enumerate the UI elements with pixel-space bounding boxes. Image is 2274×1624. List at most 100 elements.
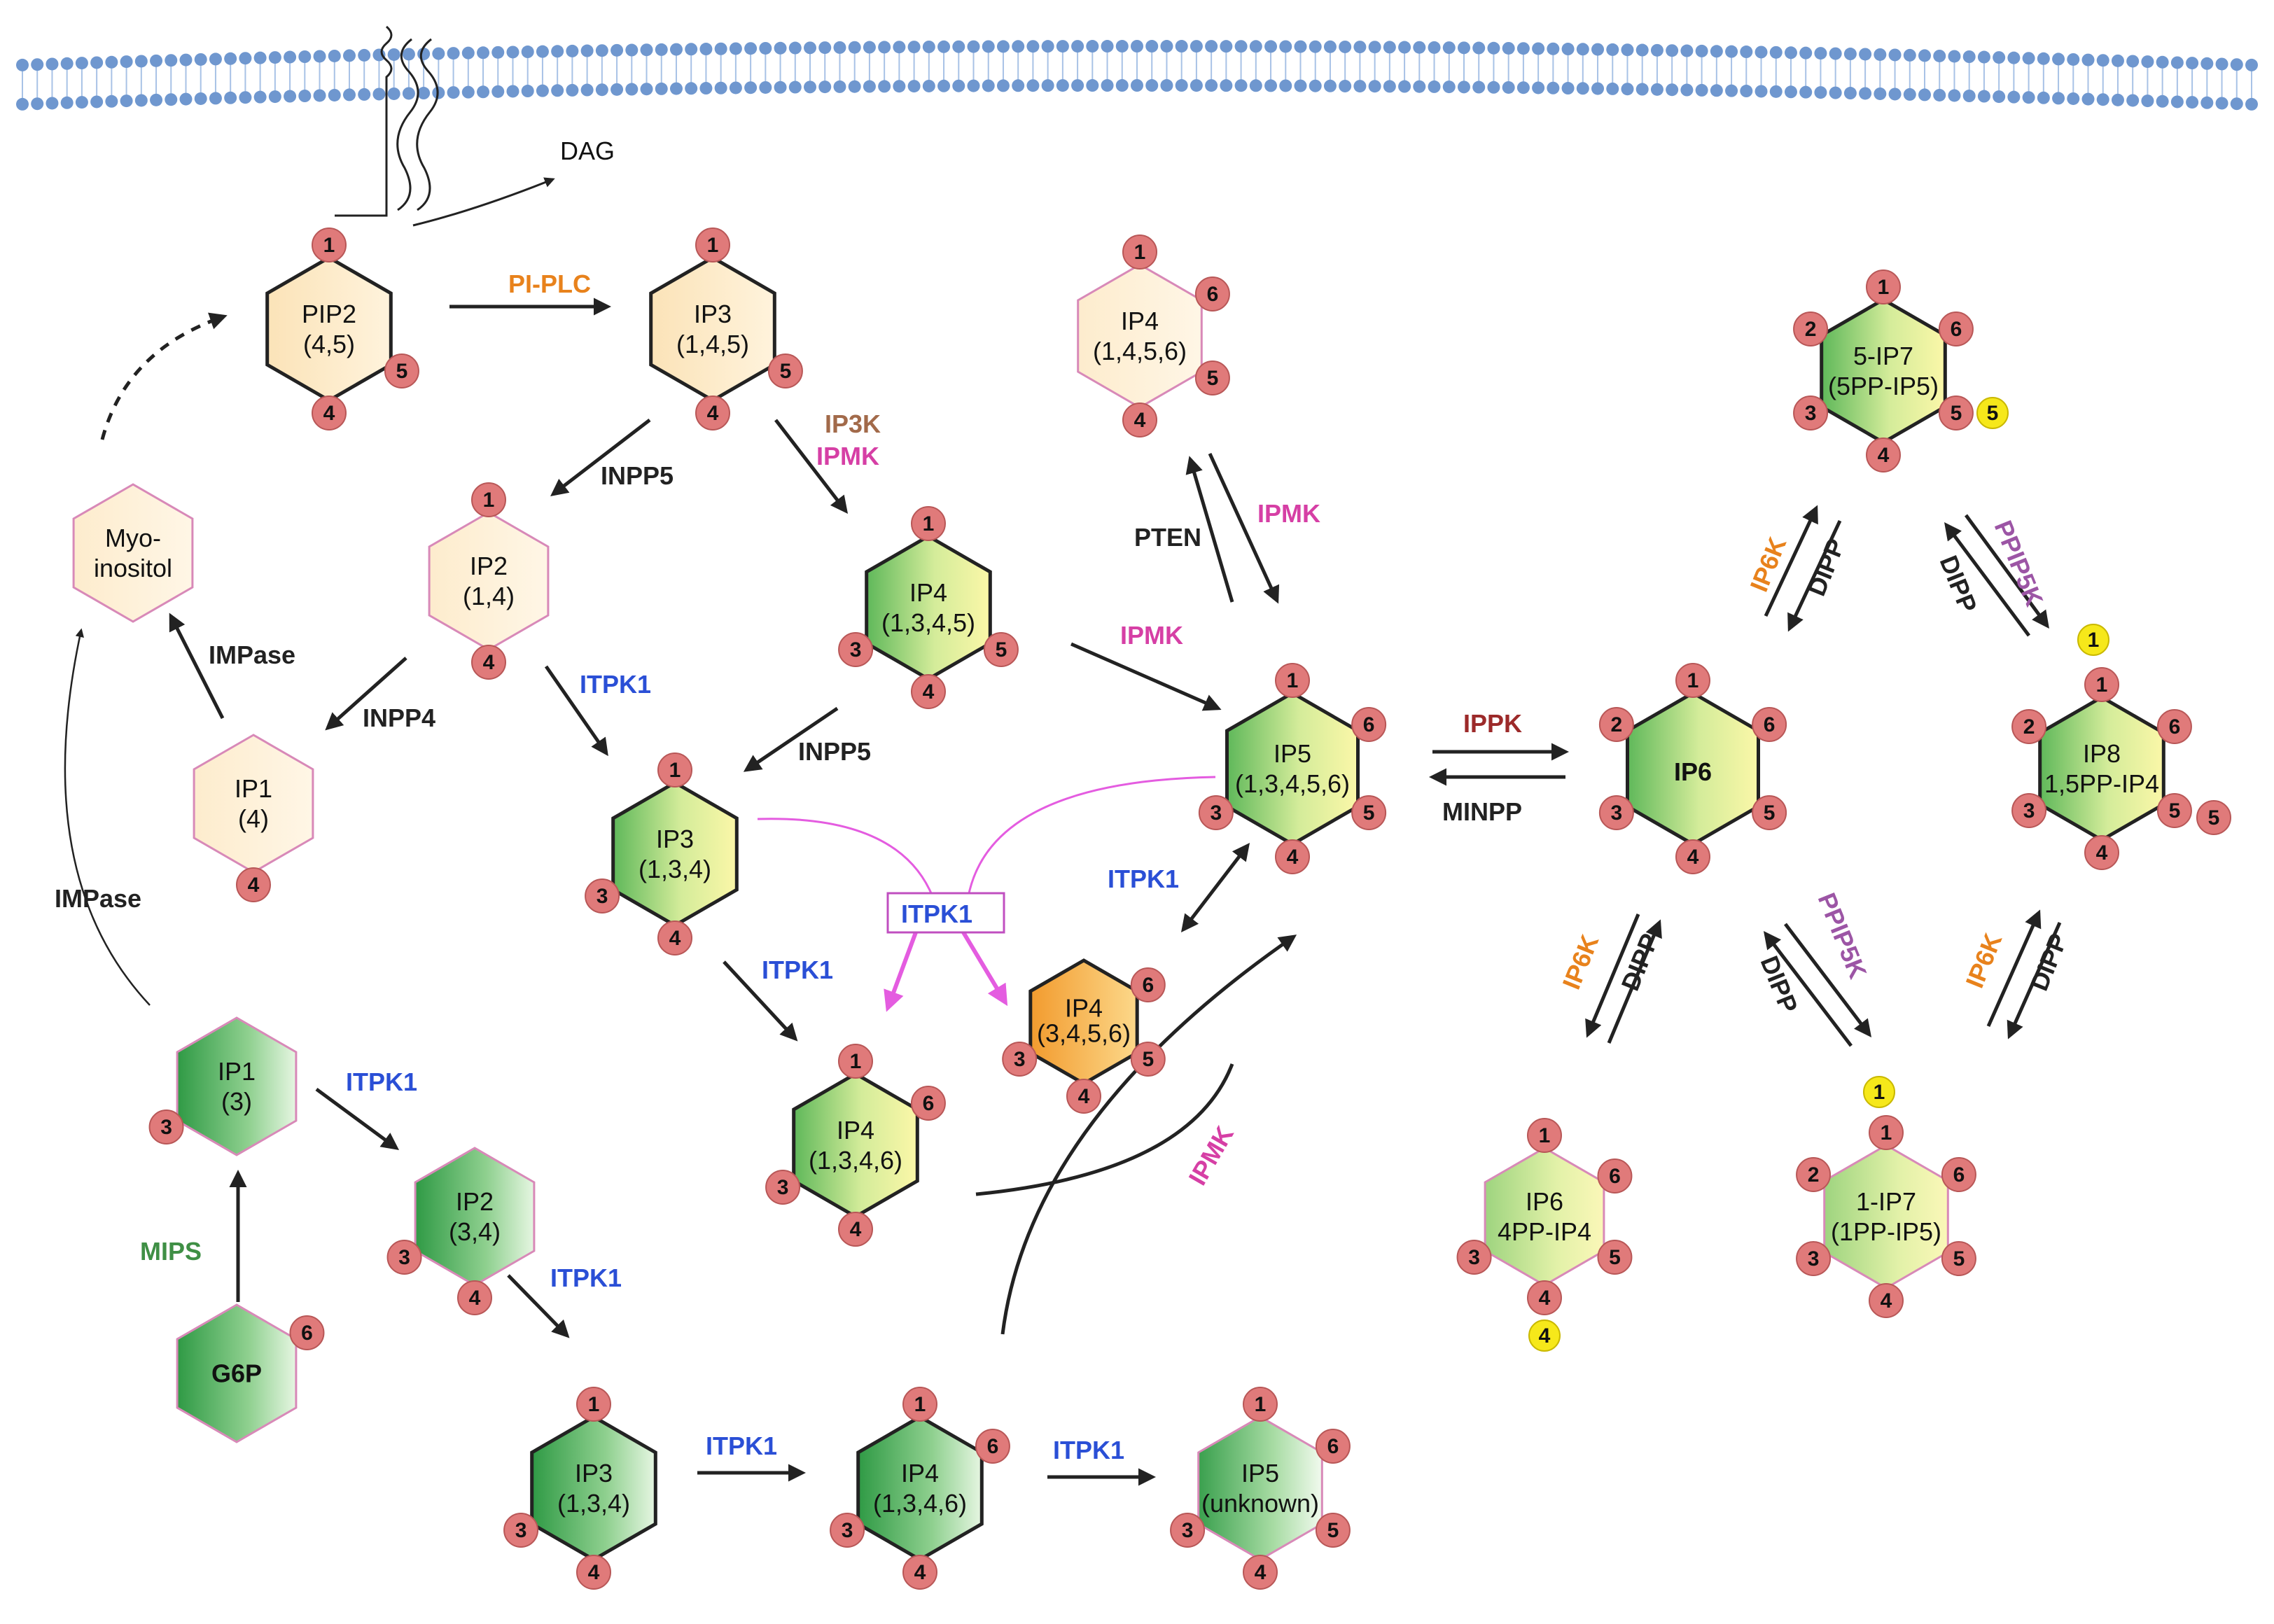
enzyme-label-itpk1-b: ITPK1 <box>762 955 833 984</box>
node-label: IP2 <box>456 1187 494 1216</box>
enzyme-label-itpk1-c: ITPK1 <box>1108 864 1179 893</box>
position-badge: 6 <box>975 1429 1010 1464</box>
position-badge: 3 <box>1456 1240 1492 1275</box>
node-label: IP5 <box>1274 739 1311 768</box>
svg-text:4: 4 <box>850 1218 862 1241</box>
node-label: IP3 <box>575 1459 613 1488</box>
position-badge: 4 <box>471 645 506 680</box>
hexagon-shape <box>1823 1144 1949 1289</box>
arrow-ip6-ip7-1 <box>1784 923 1872 1037</box>
position-badge: 5 <box>767 354 803 388</box>
dag-label: DAG <box>560 136 615 165</box>
enzyme-label-ip3k: IP3K <box>825 410 881 438</box>
svg-text:5: 5 <box>1142 1048 1154 1071</box>
position-badge: 1 <box>312 227 347 262</box>
arrow-ip1-3-myo <box>64 628 151 1006</box>
svg-text:1: 1 <box>483 489 495 512</box>
svg-text:6: 6 <box>923 1092 935 1115</box>
position-badge: 1 <box>1675 663 1710 698</box>
position-badge: 1 <box>576 1387 611 1422</box>
enzyme-label-dipp-e: DIPP <box>2024 930 2072 995</box>
svg-text:1: 1 <box>1255 1393 1267 1416</box>
position-badge: 5 <box>1130 1042 1166 1077</box>
arrow-ip7-5-ip8 <box>1964 514 2049 629</box>
position-badge: 4 <box>838 1212 873 1247</box>
position-badge: 6 <box>289 1315 325 1350</box>
node-ip2-34: IP2(3,4)34 <box>386 1147 536 1315</box>
node-label: (4,5) <box>303 330 355 358</box>
hexagon-shape <box>414 1147 536 1287</box>
enzyme-label-inpp5-a: INPP5 <box>601 461 674 490</box>
hexagon-shape <box>1197 1415 1323 1561</box>
arrow-ip3a-ip4-1346 <box>723 960 798 1042</box>
svg-text:4: 4 <box>1539 1287 1551 1310</box>
node-label: IP6 <box>1674 757 1712 786</box>
position-badge: 1 <box>695 227 730 262</box>
hexagon-shape <box>1484 1147 1605 1287</box>
position-badge: 2 <box>1793 312 1829 346</box>
svg-text:1: 1 <box>2088 629 2100 652</box>
node-label: (1PP-IP5) <box>1831 1217 1941 1246</box>
node-ip3-134b: IP3(1,3,4)134 <box>503 1387 657 1590</box>
svg-text:1: 1 <box>1878 276 1890 299</box>
node-label: 4PP-IP4 <box>1498 1217 1591 1246</box>
svg-text:6: 6 <box>1951 318 1962 341</box>
position-badge: 4 <box>312 396 347 430</box>
position-badge: 5 <box>1315 1513 1351 1548</box>
arrow-ip2-ip3a <box>544 665 608 757</box>
position-badge: 6 <box>1938 312 1974 346</box>
node-ip3-134a: IP3(1,3,4)134 <box>585 752 739 955</box>
node-label: PIP2 <box>302 300 356 328</box>
position-badge: 1 <box>2084 667 2119 702</box>
position-badge: 4 <box>902 1555 937 1590</box>
position-badge: 1 <box>1243 1387 1278 1422</box>
node-label: IP3 <box>656 825 694 853</box>
position-badge: 3 <box>765 1170 801 1205</box>
arrow-ip1-ip2 <box>315 1087 400 1150</box>
enzyme-label-ippk: IPPK <box>1463 709 1522 738</box>
molecule-nodes: PIP2(4,5)154IP3(1,4,5)154IP4(1,4,5,6)165… <box>72 227 2231 1590</box>
hexagon-shape <box>193 734 314 874</box>
cell-membrane <box>16 40 2258 111</box>
position-badge: 3 <box>2011 793 2047 828</box>
svg-text:4: 4 <box>923 680 935 704</box>
svg-text:6: 6 <box>987 1435 999 1458</box>
position-badge: 4 <box>576 1555 611 1590</box>
svg-text:4: 4 <box>1878 444 1890 467</box>
enzyme-label-dipp-d: DIPP <box>1755 952 1804 1017</box>
position-badge: 3 <box>1170 1513 1206 1548</box>
arrow-ip5-ip4-pten <box>1185 456 1234 603</box>
position-badge: 2 <box>2011 709 2047 744</box>
svg-text:1: 1 <box>588 1393 600 1416</box>
position-badge: 1 <box>1866 270 1901 304</box>
svg-text:4: 4 <box>1687 846 1699 869</box>
svg-text:1: 1 <box>1881 1121 1892 1144</box>
dag-arrow <box>412 177 555 227</box>
svg-text:4: 4 <box>469 1287 481 1310</box>
svg-text:5: 5 <box>996 638 1007 662</box>
position-badge: 3 <box>1198 795 1234 830</box>
enzyme-label-itpk1-f: ITPK1 <box>706 1432 777 1460</box>
svg-text:1: 1 <box>1874 1081 1885 1104</box>
node-label: IP4 <box>909 578 947 607</box>
node-label: (1,3,4,5) <box>881 608 975 637</box>
node-ip1-4: IP1(4)4 <box>193 734 314 902</box>
node-label: (1,3,4) <box>557 1489 630 1518</box>
position-badge: 1 <box>1527 1118 1562 1153</box>
hexagon-shape <box>1077 263 1203 409</box>
svg-text:3: 3 <box>1468 1246 1480 1269</box>
svg-text:1: 1 <box>1539 1124 1551 1147</box>
position-badge: 6 <box>1351 707 1387 742</box>
svg-text:6: 6 <box>1953 1163 1965 1186</box>
svg-text:4: 4 <box>323 402 335 425</box>
position-badge: 3 <box>1793 396 1829 430</box>
node-label: (3,4) <box>449 1217 501 1246</box>
arrow-ip7-5-ip6 <box>1787 519 1842 632</box>
position-badge: 1 <box>657 752 692 788</box>
hexagon-shape <box>856 1415 984 1562</box>
